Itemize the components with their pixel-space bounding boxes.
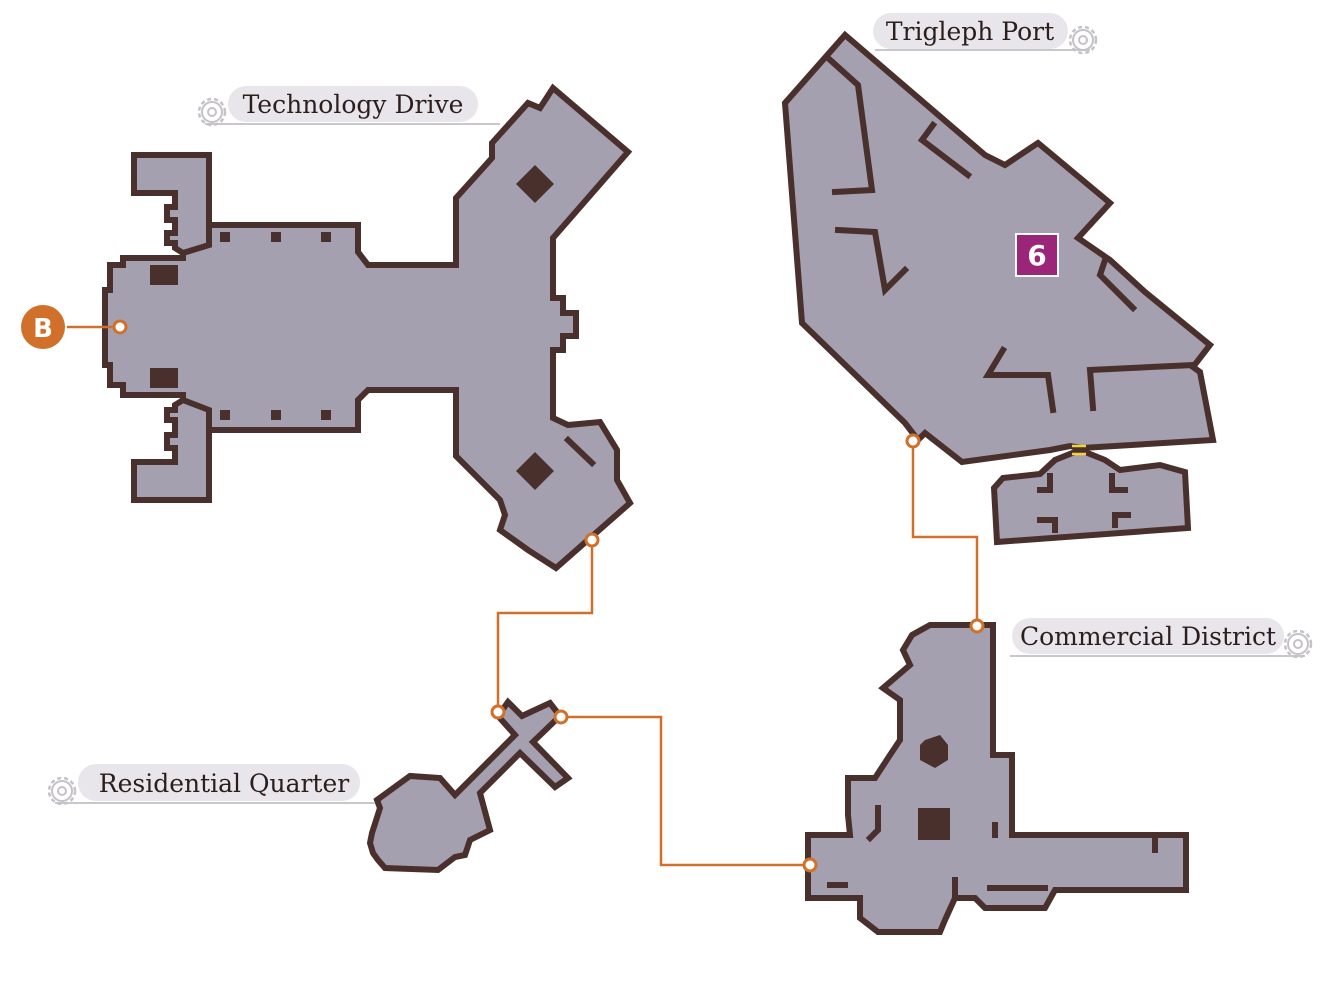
pillar: [150, 368, 178, 388]
point-marker-label: 6: [1027, 239, 1046, 272]
trigleph-port-label-text: Trigleph Port: [886, 17, 1054, 46]
route-nodes: [112, 319, 985, 873]
residential-quarter-label[interactable]: Residential Quarter: [47, 764, 375, 806]
trigleph-port-floor: [781, 30, 1217, 466]
gear-icon: [47, 776, 77, 806]
pillar: [516, 452, 554, 490]
wall: [834, 226, 910, 297]
label-pill: [228, 86, 478, 122]
route-line: [911, 441, 979, 625]
gear-icon: [1068, 25, 1098, 55]
wall: [982, 345, 1057, 414]
connection-node[interactable]: [584, 532, 600, 548]
pillar: [271, 410, 281, 420]
gear-icon: [197, 97, 227, 127]
commercial-district-floor: [805, 622, 1189, 935]
wall: [865, 805, 881, 843]
pillar: [271, 232, 281, 242]
technology-drive-label[interactable]: Technology Drive: [197, 86, 500, 127]
entrance-marker-label: B: [33, 314, 53, 344]
wall: [917, 120, 973, 180]
connection-node[interactable]: [905, 433, 921, 449]
wall: [1086, 361, 1197, 412]
residential-quarter-label-text: Residential Quarter: [99, 769, 350, 798]
route-line: [496, 540, 594, 710]
connection-node[interactable]: [802, 857, 818, 873]
pillar: [220, 232, 230, 242]
route-line: [561, 715, 810, 867]
pillar: [516, 165, 554, 203]
connection-node[interactable]: [553, 709, 569, 725]
point-marker-badge: [1015, 233, 1059, 277]
connection-node[interactable]: [490, 704, 506, 720]
entrance-marker[interactable]: B: [21, 305, 65, 349]
residential-quarter-area[interactable]: [366, 697, 573, 874]
technology-drive-area[interactable]: [102, 83, 634, 572]
pillar: [920, 735, 948, 768]
label-pill: [873, 13, 1068, 49]
gear-icon: [1283, 629, 1313, 659]
wall: [1037, 517, 1058, 533]
trigleph-port-lower-room: [990, 446, 1192, 546]
label-pill: [78, 764, 360, 801]
wall: [1109, 473, 1128, 493]
commercial-district-label[interactable]: Commercial District: [1010, 618, 1313, 659]
wall: [1096, 256, 1138, 313]
technology-drive-label-text: Technology Drive: [243, 90, 464, 119]
point-marker[interactable]: 6: [1015, 233, 1059, 277]
entrance-marker-badge: [21, 305, 65, 349]
pillar: [321, 232, 331, 242]
trigleph-port-area[interactable]: [781, 30, 1217, 546]
commercial-district-label-text: Commercial District: [1020, 622, 1276, 651]
technology-drive-floor: [102, 83, 634, 572]
connection-node[interactable]: [969, 618, 985, 634]
wall: [179, 222, 212, 257]
label-pill: [1012, 618, 1284, 654]
pillar: [918, 808, 950, 840]
wall: [179, 396, 212, 433]
pillar: [321, 410, 331, 420]
pillar: [220, 410, 230, 420]
commercial-district-area[interactable]: [805, 622, 1189, 935]
pillar: [150, 265, 178, 285]
routes: [67, 325, 979, 867]
trigleph-port-label[interactable]: Trigleph Port: [873, 13, 1098, 55]
residential-quarter-floor: [366, 697, 573, 874]
wall: [1037, 473, 1053, 493]
wall: [1112, 512, 1131, 528]
connection-node[interactable]: [112, 319, 128, 335]
wall: [823, 53, 876, 196]
wall: [563, 435, 597, 468]
